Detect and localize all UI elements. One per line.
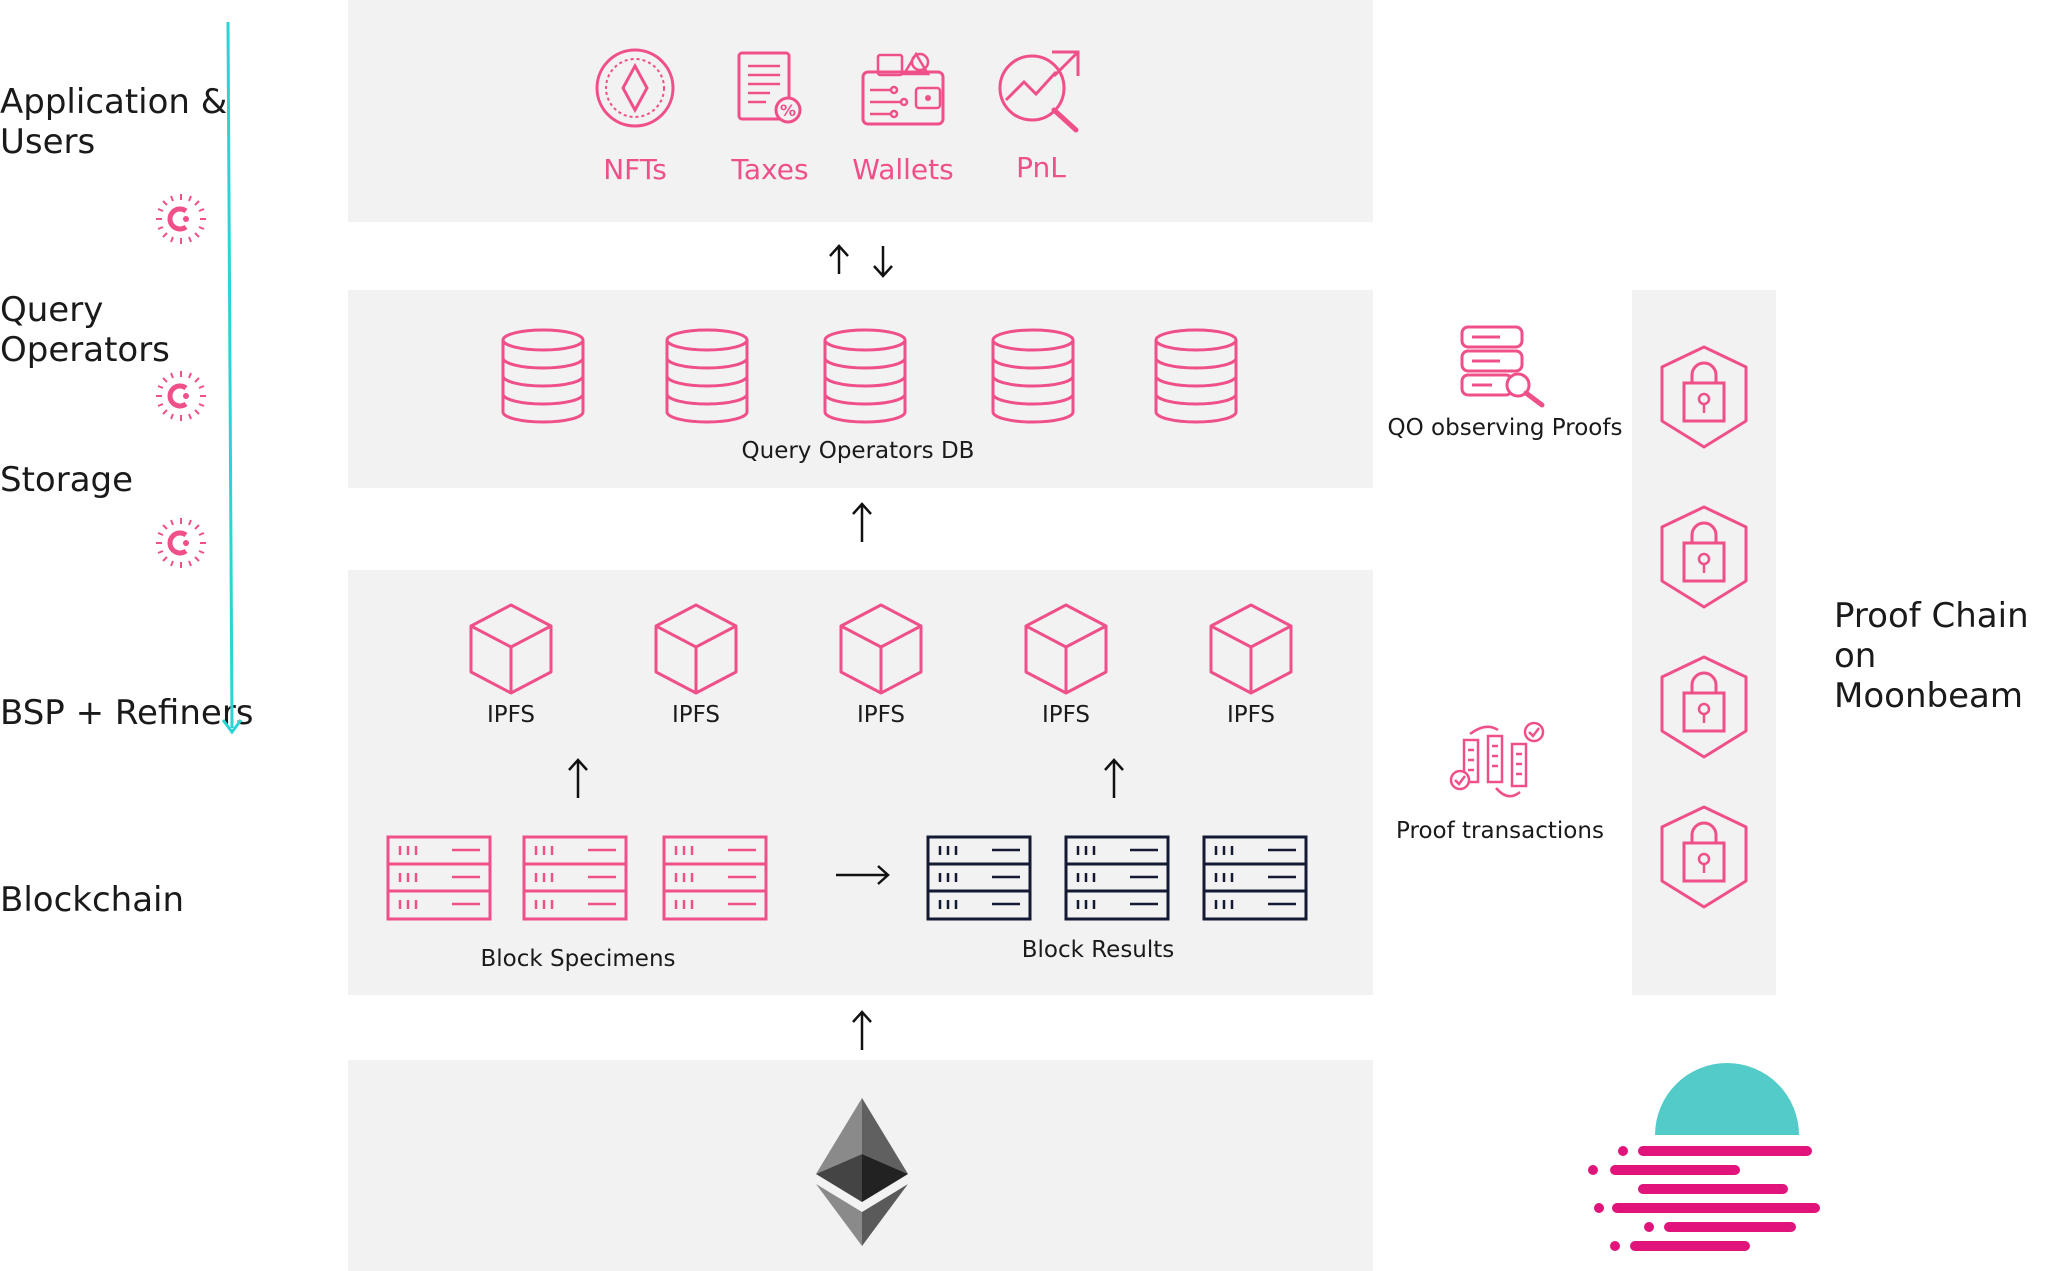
block-specimen-server-icon — [522, 835, 628, 921]
ipfs-cube-icon — [839, 603, 923, 695]
up-arrow — [1104, 758, 1124, 798]
block-specimen-server-icon — [386, 835, 492, 921]
layer-label-query-operators: Query Operators — [0, 290, 170, 370]
ipfs-cube-icon — [1024, 603, 1108, 695]
app-label-nfts: NFTs — [603, 153, 667, 186]
database-icon — [501, 328, 585, 424]
layer-label-storage: Storage — [0, 460, 134, 500]
block-result-server-icon — [1202, 835, 1308, 921]
proof-transactions-icon — [1449, 721, 1545, 798]
app-label-taxes: Taxes — [731, 153, 809, 186]
database-icon — [991, 328, 1075, 424]
app-label-pnl: PnL — [1016, 151, 1066, 184]
proof-chain-panel — [1632, 290, 1776, 995]
proof-chain-label: Proof Chain on Moonbeam — [1834, 596, 2029, 716]
qo-observing-proofs-label: QO observing Proofs — [1387, 415, 1623, 441]
pnl-growth-chart-icon — [998, 50, 1080, 133]
query-operators-db-label: Query Operators DB — [741, 438, 975, 464]
right-arrow — [836, 865, 890, 885]
database-icon — [823, 328, 907, 424]
tax-document-icon: % — [737, 51, 802, 124]
up-arrow — [852, 502, 872, 542]
block-result-server-icon — [1064, 835, 1170, 921]
database-icon — [665, 328, 749, 424]
ethereum-logo-icon — [816, 1098, 908, 1246]
ipfs-label: IPFS — [1226, 702, 1276, 728]
shield-lock-icon — [1660, 505, 1748, 609]
block-result-server-icon — [926, 835, 1032, 921]
shield-lock-icon — [1660, 655, 1748, 759]
qo-observing-proofs-icon — [1460, 325, 1545, 408]
storage-bsp-panel: IPFS IPFS IPFS IPFS IPFS — [348, 570, 1373, 995]
block-results-label: Block Results — [1021, 937, 1175, 963]
database-icon — [1154, 328, 1238, 424]
ipfs-cube-icon — [1209, 603, 1293, 695]
svg-text:%: % — [780, 101, 796, 120]
up-arrow — [852, 1010, 872, 1050]
layer-label-blockchain: Blockchain — [0, 880, 185, 920]
ipfs-label: IPFS — [671, 702, 721, 728]
covalent-logo-icon — [156, 518, 206, 568]
ipfs-label: IPFS — [856, 702, 906, 728]
covalent-logo-icon — [156, 194, 206, 244]
bidirectional-arrows — [829, 244, 893, 278]
query-operators-panel: Query Operators DB — [348, 290, 1373, 488]
blockchain-panel — [348, 1060, 1373, 1271]
ipfs-label: IPFS — [486, 702, 536, 728]
block-specimen-server-icon — [662, 835, 768, 921]
ipfs-cube-icon — [469, 603, 553, 695]
moonbeam-logo-icon — [1588, 1063, 1820, 1251]
proof-transactions-label: Proof transactions — [1396, 818, 1604, 844]
shield-lock-icon — [1660, 805, 1748, 909]
shield-lock-icon — [1660, 345, 1748, 449]
app-label-wallets: Wallets — [852, 153, 954, 186]
wallet-icon — [861, 51, 945, 126]
ipfs-label: IPFS — [1041, 702, 1091, 728]
up-arrow — [568, 758, 588, 798]
ipfs-cube-icon — [654, 603, 738, 695]
timeline-arrow — [221, 21, 243, 735]
covalent-logo-icon — [156, 371, 206, 421]
applications-panel: NFTs % Taxes Wallets PnL — [348, 0, 1373, 222]
layer-label-application-users: Application & Users — [0, 82, 228, 162]
nft-diamond-coin-icon — [595, 48, 675, 128]
block-specimens-label: Block Specimens — [480, 946, 676, 972]
layer-label-bsp-refiners: BSP + Refiners — [0, 693, 254, 733]
